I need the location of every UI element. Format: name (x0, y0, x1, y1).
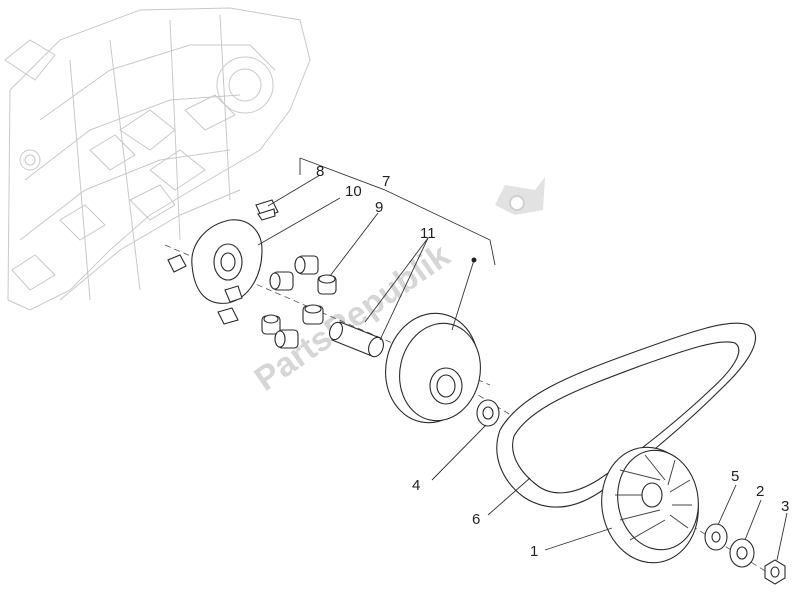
label-8: 8 (316, 163, 324, 180)
label-3: 3 (781, 498, 789, 515)
spring-washer (729, 538, 755, 568)
label-4: 4 (412, 477, 420, 494)
label-5: 5 (731, 468, 739, 485)
variator-rollers (261, 255, 337, 349)
engine-casing-ghost (4, 7, 311, 311)
roller (302, 304, 324, 325)
roller (261, 314, 281, 335)
group-bracket (299, 157, 496, 266)
washer (476, 399, 500, 427)
gear-flag-icon (495, 177, 545, 215)
leader-lines (257, 174, 788, 561)
hex-nut (764, 559, 786, 585)
callout-labels: 1 2 3 4 5 6 7 8 9 10 11 (316, 163, 789, 560)
label-9: 9 (375, 199, 383, 216)
flat-washer (704, 523, 728, 551)
label-6: 6 (472, 511, 480, 528)
variator-hub-plate (167, 219, 263, 325)
roller (294, 255, 319, 275)
slider-block (255, 199, 279, 221)
label-2: 2 (756, 483, 764, 500)
drive-belt (496, 322, 757, 508)
label-7: 7 (382, 173, 390, 190)
label-11: 11 (420, 225, 436, 242)
drive-pulley (385, 312, 481, 424)
roller (269, 271, 294, 291)
leader-dot (471, 257, 477, 263)
bushing-sleeve (329, 321, 384, 358)
label-1: 1 (530, 543, 538, 560)
fan-pulley (601, 446, 699, 564)
label-10: 10 (345, 183, 362, 200)
roller (274, 329, 299, 349)
roller (317, 274, 337, 295)
